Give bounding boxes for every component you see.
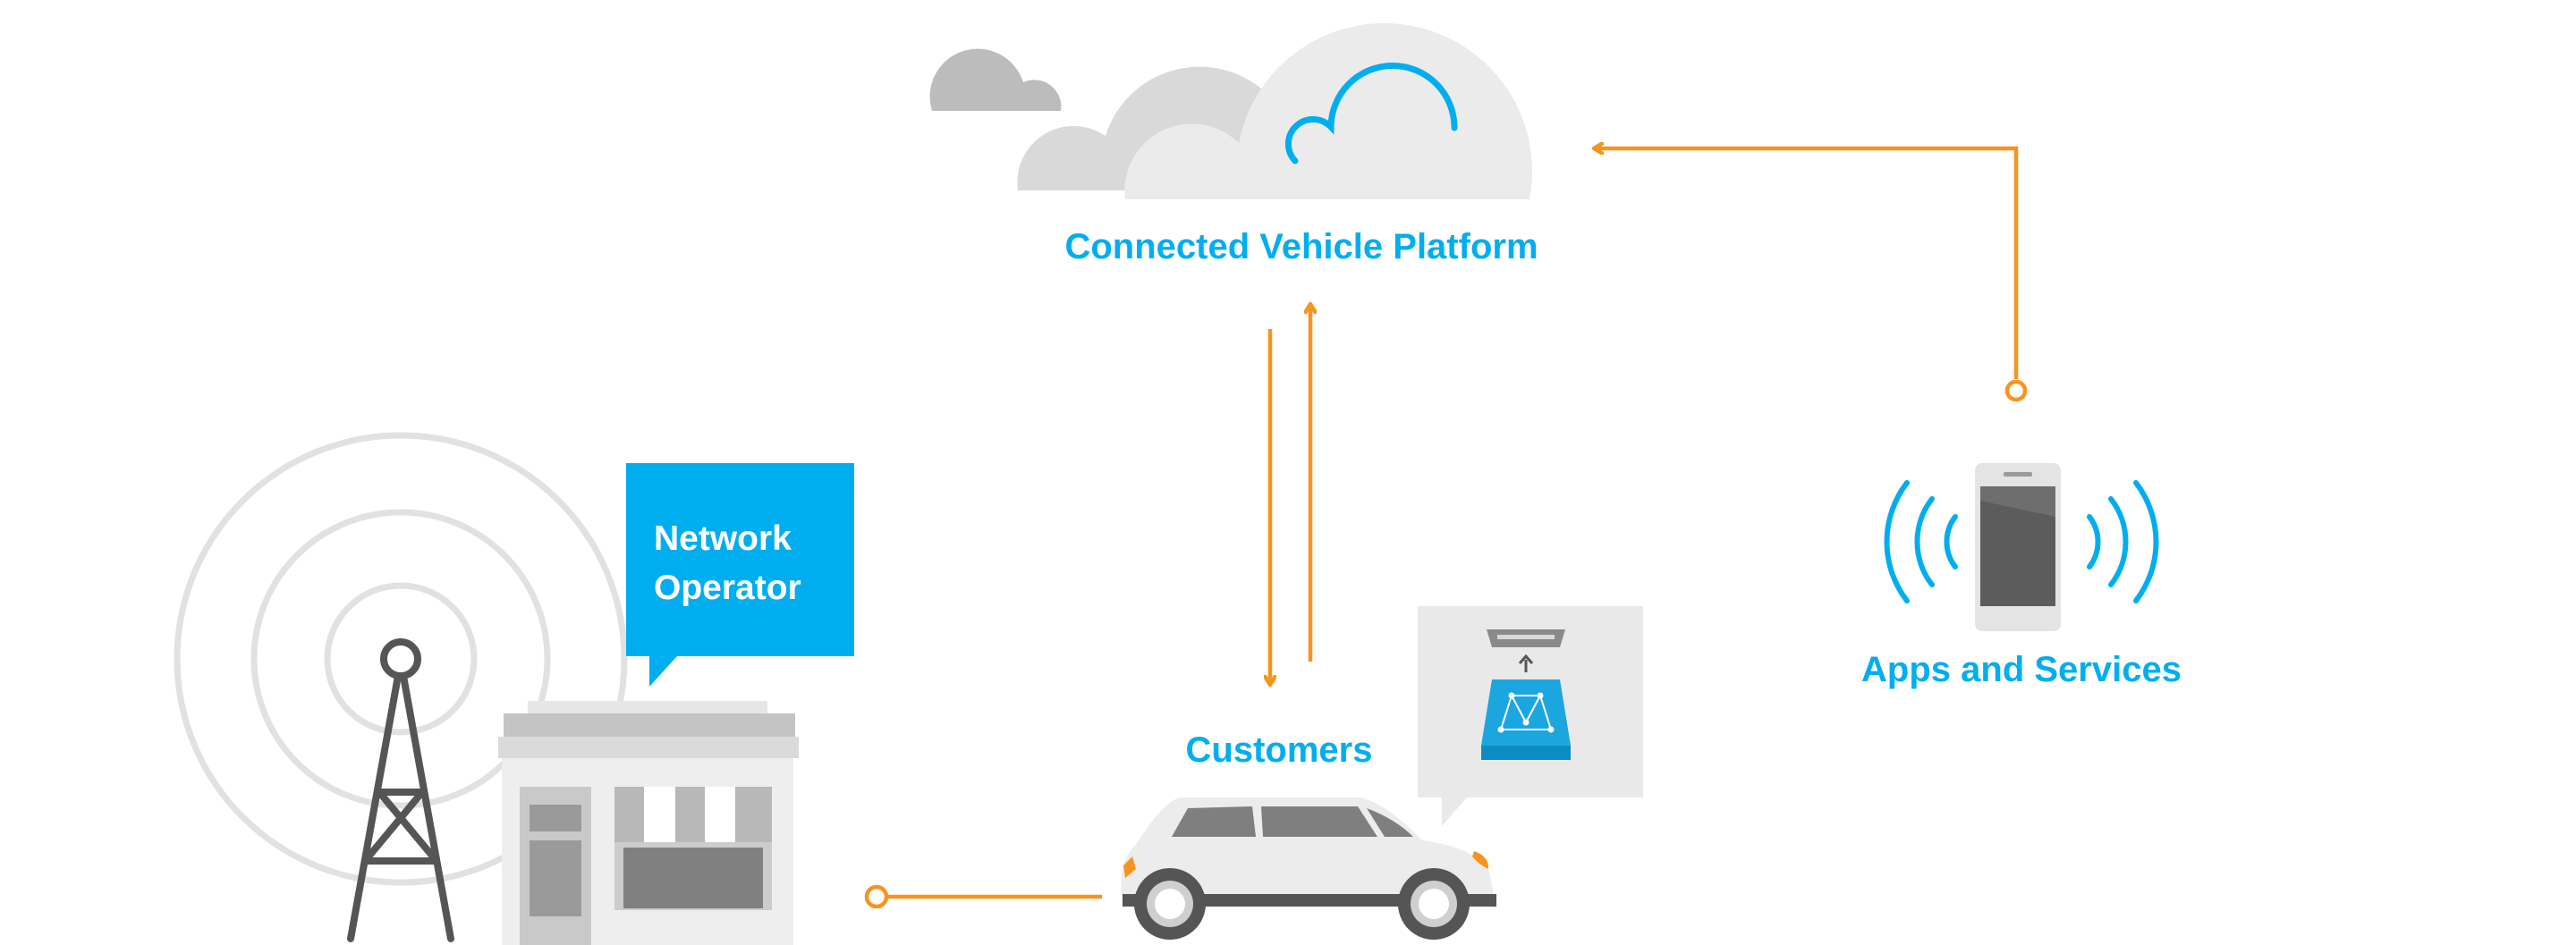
cell-tower-icon — [347, 638, 454, 942]
customers-label: Customers — [1186, 730, 1373, 770]
device-bubble — [1418, 606, 1643, 826]
smartphone-icon — [1975, 463, 2061, 631]
network-operator-bubble: Network Operator — [626, 463, 854, 687]
signal-rings — [174, 432, 628, 886]
apps-to-platform-arrow — [1597, 148, 2019, 379]
cloud-icon — [929, 22, 1533, 200]
network-operator-label-line1: Network — [654, 519, 792, 558]
flow-arrows — [864, 148, 2028, 909]
obd-dongle-icon — [1481, 629, 1571, 760]
apps-connector-dot — [2004, 379, 2028, 402]
wireless-signal-icon — [1884, 480, 2159, 603]
apps-services-label: Apps and Services — [1861, 650, 2182, 689]
car-icon — [1121, 797, 1496, 940]
storefront-icon — [498, 701, 799, 945]
operator-connector-dot — [864, 884, 889, 909]
network-operator-label-line2: Operator — [654, 569, 801, 607]
platform-label: Connected Vehicle Platform — [1064, 227, 1538, 266]
